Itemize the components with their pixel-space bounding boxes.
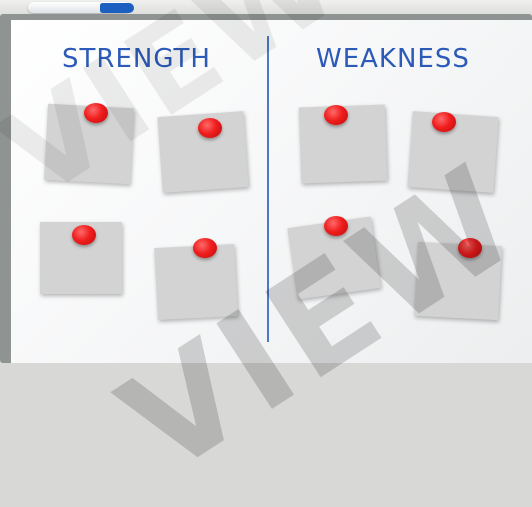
- red-pin: [324, 105, 348, 125]
- weakness-heading: WEAKNESS: [316, 44, 470, 74]
- red-pin: [72, 225, 96, 245]
- red-pin: [432, 112, 456, 132]
- red-pin: [193, 238, 217, 258]
